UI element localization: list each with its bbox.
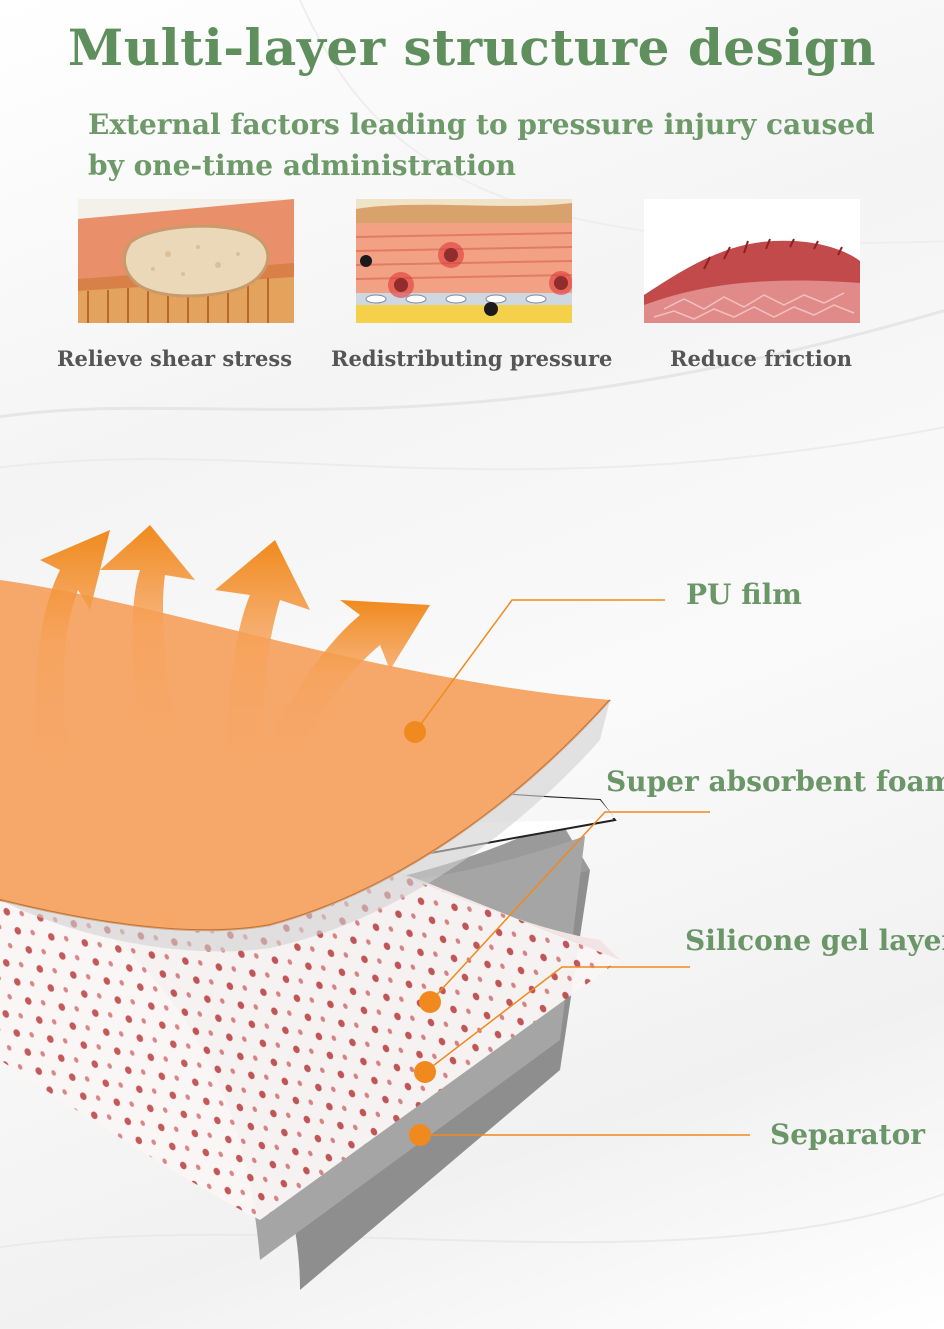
layer-markers [404, 721, 441, 1146]
label-pu-film: PU film [686, 578, 802, 611]
layer-diagram [0, 525, 750, 1290]
feature-caption-pressure: Redistributing pressure [331, 346, 613, 371]
page-title: Multi-layer structure design [67, 18, 877, 77]
label-silicone: Silicone gel layer [685, 924, 944, 957]
breathability-arrows [36, 525, 430, 760]
feature-caption-shear: Relieve shear stress [57, 346, 293, 371]
skin-ulcer-illustration [78, 199, 294, 323]
friction-tissue-illustration [644, 199, 860, 323]
leader-lines [414, 599, 750, 1136]
label-separator: Separator [770, 1118, 926, 1151]
tissue-pressure-illustration [356, 199, 572, 323]
feature-caption-friction: Reduce friction [670, 346, 853, 371]
label-foam: Super absorbent foam [606, 765, 944, 798]
page-subtitle: External factors leading to pressure inj… [88, 108, 875, 182]
